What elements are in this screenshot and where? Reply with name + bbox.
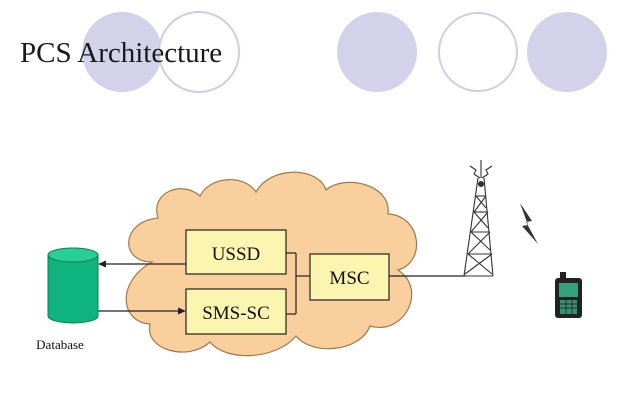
sms-sc-node: SMS-SC [185, 288, 287, 335]
arrowhead-smssc [178, 307, 186, 315]
msc-node: MSC [309, 253, 390, 301]
deco-circle-1 [82, 12, 162, 92]
deco-circle-5 [527, 12, 607, 92]
signal-bolt-icon [520, 203, 538, 244]
decorative-circles [82, 11, 607, 93]
connectors [98, 252, 466, 315]
database-cylinder-body [47, 254, 99, 324]
arrowhead-database [98, 260, 106, 268]
msc-box [309, 253, 390, 301]
database-node: Database [36, 247, 99, 352]
slide-title: PCS Architecture [20, 37, 222, 69]
ussd-label: USSD [212, 244, 261, 265]
deco-circle-2 [158, 11, 240, 93]
database-label: Database [36, 337, 84, 352]
mobile-phone-icon [555, 272, 582, 318]
database-cylinder-top [47, 247, 99, 263]
tower-icon [463, 160, 494, 277]
sms-sc-label: SMS-SC [202, 303, 270, 324]
ussd-box [185, 229, 287, 275]
msc-label: MSC [329, 268, 369, 289]
deco-circle-3 [337, 12, 417, 92]
ussd-node: USSD [185, 229, 287, 275]
deco-circle-4 [438, 12, 518, 92]
sms-sc-box [185, 288, 287, 335]
